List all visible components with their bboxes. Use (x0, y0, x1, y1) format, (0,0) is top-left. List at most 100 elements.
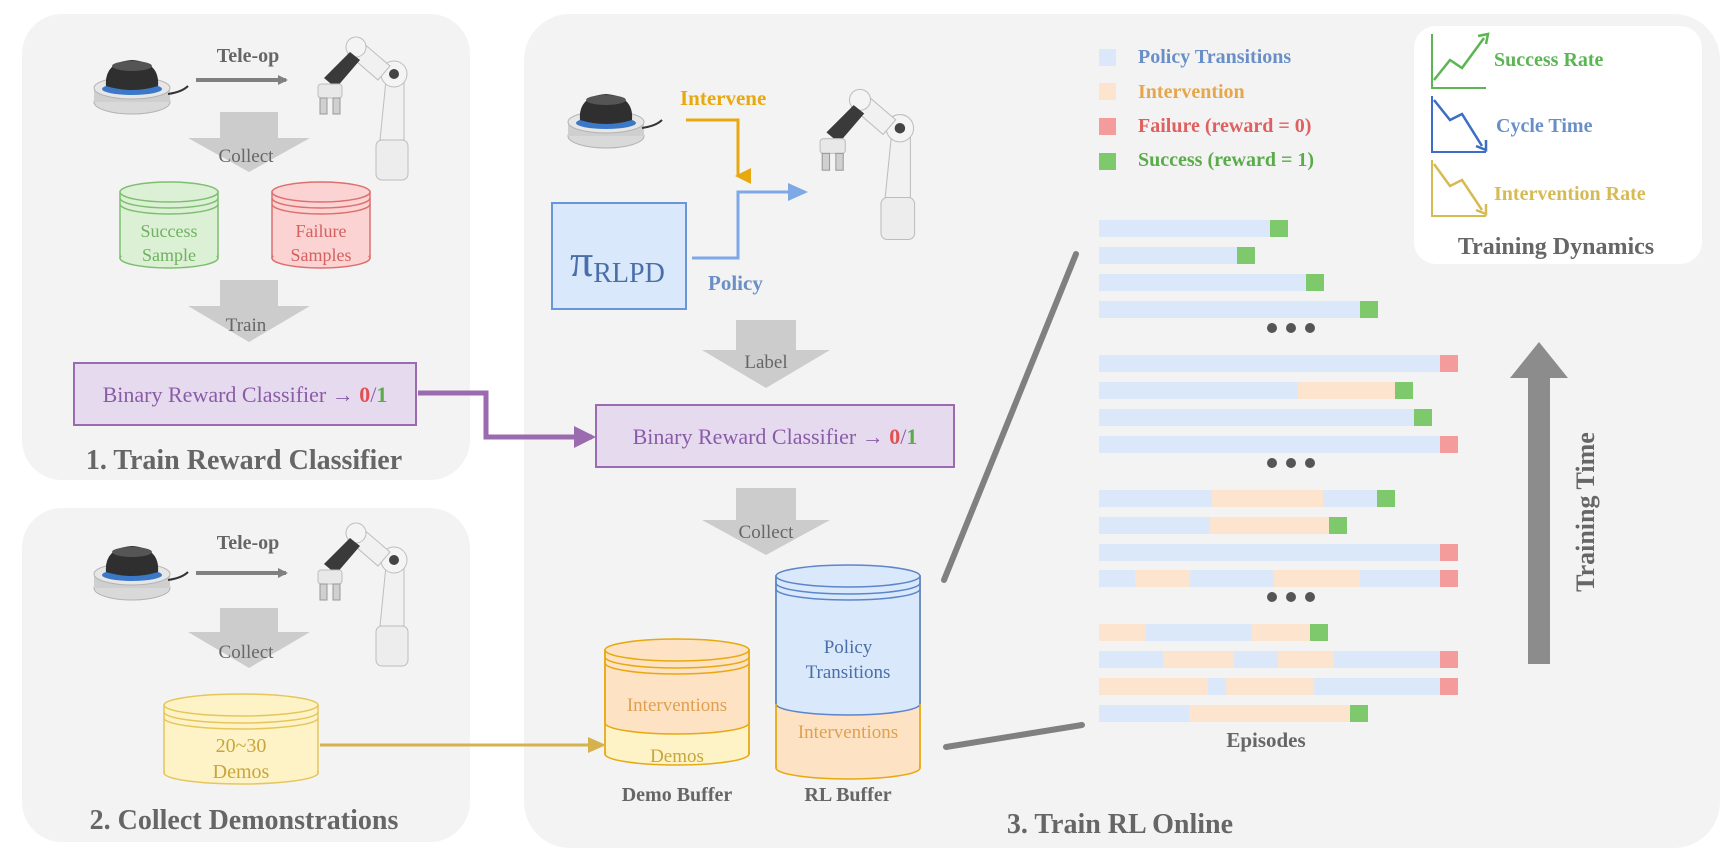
label-label: Label (744, 352, 787, 373)
episode-15-failure-segment (1440, 678, 1458, 695)
failure-db-label-1: Failure (296, 221, 347, 241)
episode-13-policy-segment (1146, 624, 1251, 641)
episode-4-policy-segment (1099, 301, 1360, 318)
demo-buffer-caption: Demo Buffer (622, 784, 733, 806)
episode-7-policy-segment (1099, 409, 1414, 426)
intervention-rate-mini-chart-icon (1431, 160, 1488, 217)
episode-3-policy-segment (1099, 274, 1306, 291)
episode-12-intervention-segment (1135, 570, 1190, 587)
rl-buffer-database: Policy Transitions Interventions (775, 564, 921, 780)
episode-14-policy-segment (1234, 651, 1278, 668)
episode-6-success-segment (1395, 382, 1413, 399)
episode-15-intervention-segment (1226, 678, 1314, 695)
failure-samples-database: Failure Samples (271, 181, 371, 269)
intervene-arrow (686, 118, 751, 184)
episode-16-success-segment (1350, 705, 1368, 722)
episode-15-intervention-segment (1099, 678, 1208, 695)
episode-12-policy-segment (1099, 570, 1135, 587)
rl-buffer-top-label-2: Transitions (806, 662, 891, 683)
panel-3-title: 3. Train RL Online (1007, 809, 1233, 840)
collect-label: Collect (219, 146, 275, 167)
episode-9-policy-segment (1323, 490, 1377, 507)
episode-10-success-segment (1329, 517, 1347, 534)
episode-4-success-segment (1360, 301, 1378, 318)
episode-12-policy-segment (1190, 570, 1274, 587)
episode-7-success-segment (1414, 409, 1432, 426)
ellipsis-dot (1267, 458, 1277, 468)
ellipsis-dot (1267, 323, 1277, 333)
panel-1-title: 1. Train Reward Classifier (86, 445, 402, 476)
episode-1-policy-segment (1099, 220, 1270, 237)
zoom-line-top (941, 251, 1079, 583)
legend-label-failure: Failure (reward = 0) (1138, 115, 1311, 137)
ellipsis-dot (1305, 323, 1315, 333)
episode-15-policy-segment (1208, 678, 1226, 695)
demos-db-label-2: Demos (213, 761, 270, 783)
ellipsis-dot (1286, 592, 1296, 602)
panel-2-title: 2. Collect Demonstrations (90, 805, 399, 836)
collect-down-arrow-2 (188, 608, 310, 668)
success-samples-database: Success Sample (119, 181, 219, 269)
success-db-label-2: Sample (142, 245, 196, 265)
episode-14-policy-segment (1334, 651, 1440, 668)
episode-14-policy-segment (1099, 651, 1163, 668)
episode-8-failure-segment (1440, 436, 1458, 453)
episode-10-policy-segment (1099, 517, 1210, 534)
train-label: Train (226, 315, 267, 336)
episode-14-intervention-segment (1163, 651, 1234, 668)
reward-classifier-box-2 (595, 404, 955, 468)
failure-db-label-2: Samples (291, 245, 352, 265)
train-down-arrow (188, 280, 310, 342)
episode-11-policy-segment (1099, 544, 1440, 561)
policy-arrow (692, 183, 808, 260)
episode-6-policy-segment (1099, 382, 1298, 399)
collect-label-2: Collect (219, 642, 275, 663)
episodes-label: Episodes (1226, 728, 1305, 752)
training-time-arrow (1510, 342, 1568, 664)
episode-5-failure-segment (1440, 355, 1458, 372)
rl-buffer-caption: RL Buffer (804, 784, 891, 806)
episode-12-policy-segment (1360, 570, 1440, 587)
legend-swatch-failure (1099, 118, 1116, 135)
episode-9-policy-segment (1099, 490, 1212, 507)
demo-buffer-bottom-label: Demos (650, 746, 704, 767)
ellipsis-dot (1267, 592, 1277, 602)
legend-swatch-success (1099, 153, 1116, 170)
ellipsis-dot (1286, 458, 1296, 468)
training-dynamics-title: Training Dynamics (1458, 234, 1654, 260)
episode-1-success-segment (1270, 220, 1288, 237)
episode-15-policy-segment (1314, 678, 1440, 695)
zoom-line-bottom (943, 722, 1085, 750)
rl-buffer-bottom-label: Interventions (798, 722, 898, 743)
success-rate-mini-chart-icon (1431, 32, 1490, 89)
legend-swatch-intervention (1099, 83, 1116, 100)
episode-14-failure-segment (1440, 651, 1458, 668)
episode-3-success-segment (1306, 274, 1324, 291)
episode-16-policy-segment (1099, 705, 1189, 722)
episode-14-intervention-segment (1278, 651, 1334, 668)
ellipsis-dot (1305, 592, 1315, 602)
reward-classifier-box-1 (73, 362, 417, 426)
legend: Policy Transitions Intervention Failure … (1099, 46, 1314, 171)
dynamics-success-label: Success Rate (1494, 49, 1604, 71)
teleop-label: Tele-op (217, 45, 280, 67)
episodes-bars (1099, 220, 1458, 722)
policy-label: Policy (708, 271, 763, 295)
episode-8-policy-segment (1099, 436, 1440, 453)
episode-13-intervention-segment (1251, 624, 1310, 641)
demo-buffer-top-label: Interventions (627, 695, 727, 716)
demos-db-label-1: 20~30 (216, 735, 267, 757)
legend-swatch-policy (1099, 49, 1116, 66)
episode-9-intervention-segment (1212, 490, 1323, 507)
ellipsis-dot (1286, 323, 1296, 333)
dynamics-intervention-label: Intervention Rate (1494, 183, 1646, 205)
collect-down-arrow (188, 112, 310, 172)
episode-16-intervention-segment (1189, 705, 1350, 722)
intervene-label: Intervene (680, 86, 766, 110)
episode-5-policy-segment (1099, 355, 1440, 372)
demos-database: 20~30 Demos (163, 693, 319, 785)
episode-12-intervention-segment (1274, 570, 1360, 587)
legend-label-success: Success (reward = 1) (1138, 149, 1314, 171)
